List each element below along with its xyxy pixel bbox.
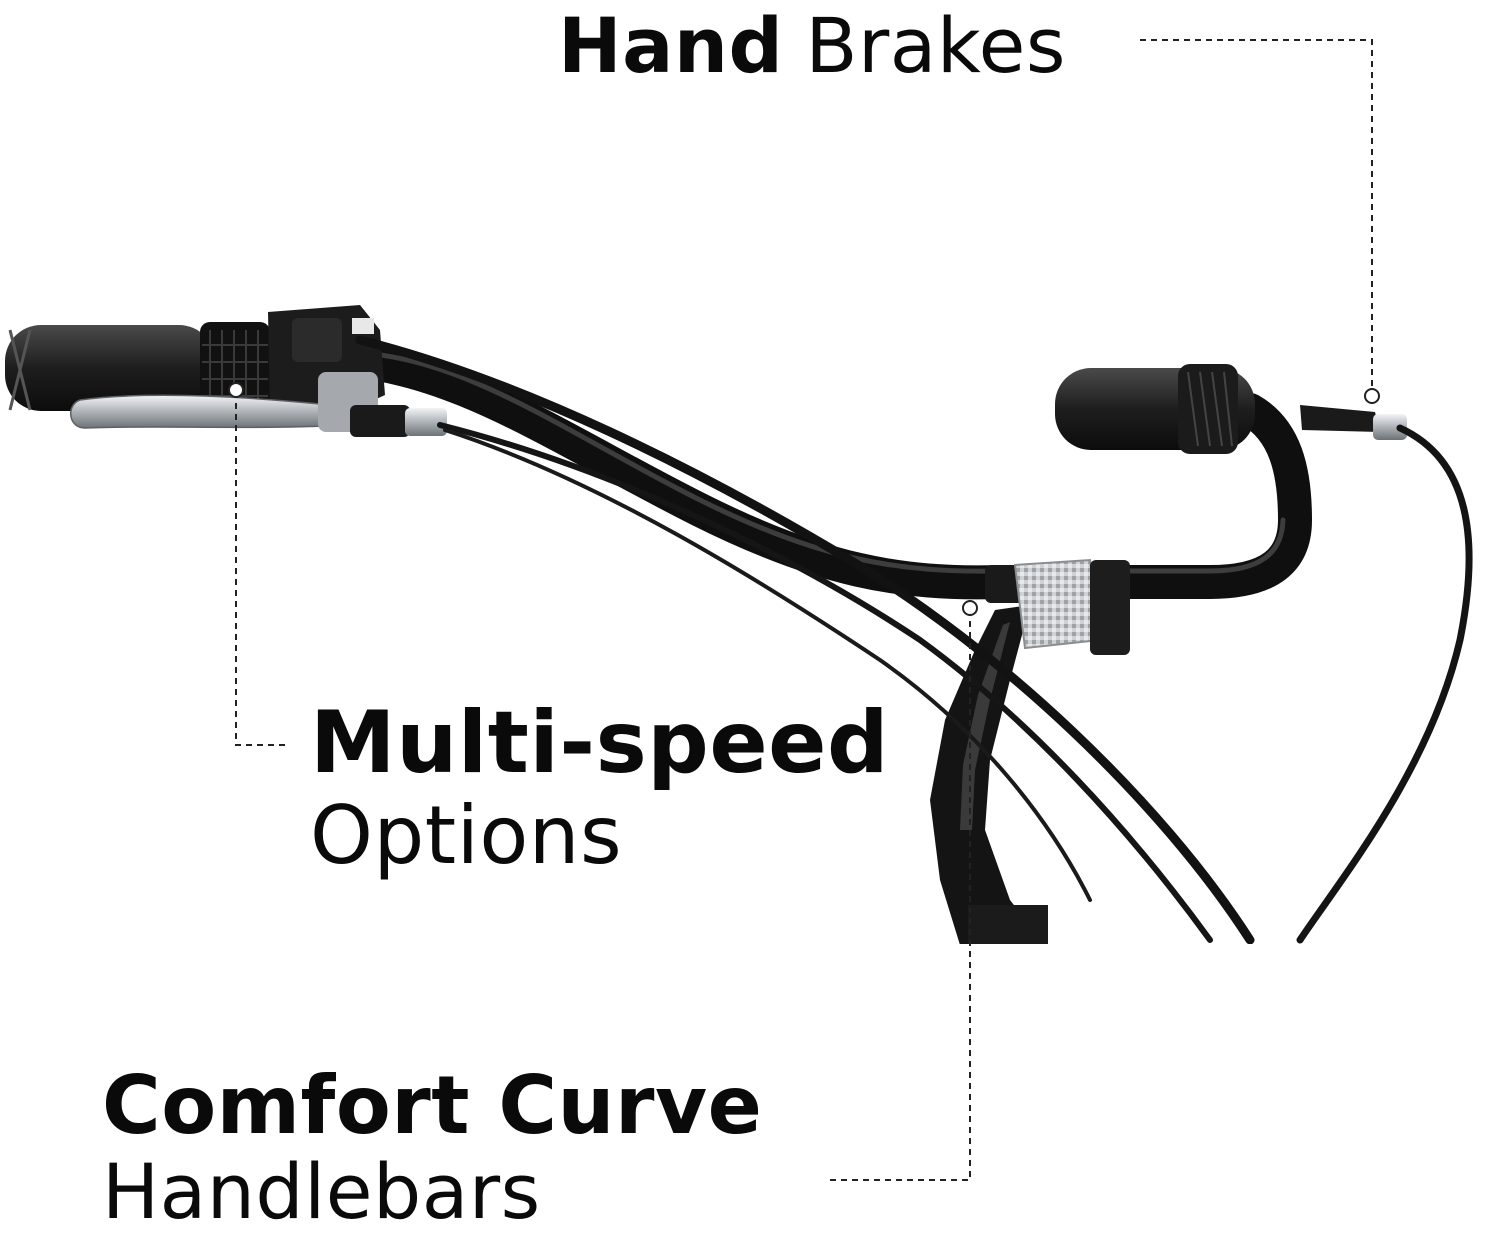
hand-brakes-bold: Hand: [558, 1, 784, 90]
callout-markers: [228, 382, 1380, 616]
multi-speed-marker: [228, 382, 244, 398]
right-grip: [1055, 364, 1407, 454]
comfort-curve-leader: [830, 610, 971, 1181]
brake-lever-left: [70, 372, 447, 437]
reflector: [1013, 558, 1130, 655]
multi-speed-leader: [235, 392, 288, 746]
hand-brakes-regular: Brakes: [805, 1, 1067, 90]
multi-speed-callout: Multi-speed Options: [310, 700, 889, 876]
left-grip: [5, 322, 270, 414]
cables: [355, 335, 1473, 945]
multi-speed-regular: Options: [310, 789, 623, 882]
comfort-curve-callout: Comfort Curve Handlebars: [102, 1066, 762, 1230]
multi-speed-bold: Multi-speed: [310, 693, 890, 793]
comfort-curve-bold: Comfort Curve: [102, 1059, 763, 1152]
stem: [930, 605, 1048, 945]
hand-brakes-leader: [1140, 39, 1373, 388]
hand-brakes-marker: [1364, 388, 1380, 404]
comfort-curve-regular: Handlebars: [102, 1147, 541, 1236]
comfort-curve-marker: [962, 600, 978, 616]
callout-lines: [235, 39, 1373, 1181]
